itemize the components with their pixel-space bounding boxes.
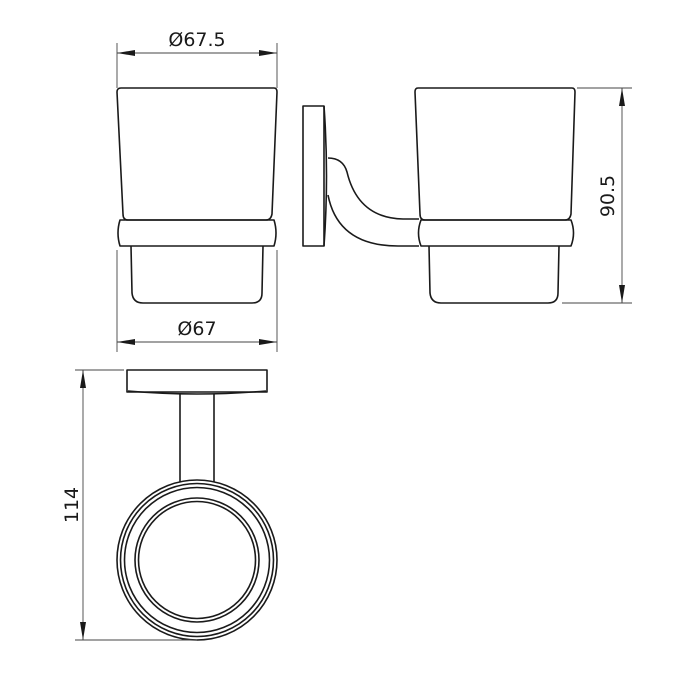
ring-groove xyxy=(119,482,275,638)
side-plate-bevel xyxy=(323,105,328,247)
arrowhead xyxy=(117,50,135,56)
side-arm xyxy=(327,157,419,247)
arrowhead xyxy=(259,339,277,345)
arrowhead xyxy=(117,339,135,345)
front-view: Ø67.5 Ø67 xyxy=(116,29,278,352)
arrowhead xyxy=(259,50,277,56)
ring-groove xyxy=(123,486,271,634)
top-plate-bevel xyxy=(127,390,267,395)
ring-inner xyxy=(134,497,260,623)
ring-outer xyxy=(116,479,278,641)
cup-opening xyxy=(137,500,257,620)
front-holder-ring xyxy=(117,219,277,247)
top-view: 114 xyxy=(61,369,278,641)
side-wall-plate xyxy=(302,105,325,247)
side-view: 90.5 xyxy=(302,87,632,304)
front-cup-base xyxy=(130,245,264,304)
side-holder-ring xyxy=(417,219,575,247)
bottom-diameter-label: Ø67 xyxy=(177,318,216,340)
arrowhead xyxy=(619,88,625,106)
side-cup-glass xyxy=(414,87,576,221)
front-cup-glass xyxy=(116,87,278,221)
top-wall-plate xyxy=(126,369,268,393)
height-label: 90.5 xyxy=(597,175,619,217)
depth-label: 114 xyxy=(61,487,83,523)
arrowhead xyxy=(80,370,86,388)
arrowhead xyxy=(619,285,625,303)
side-cup-base xyxy=(428,245,560,304)
top-diameter-label: Ø67.5 xyxy=(168,29,225,51)
arrowhead xyxy=(80,622,86,640)
